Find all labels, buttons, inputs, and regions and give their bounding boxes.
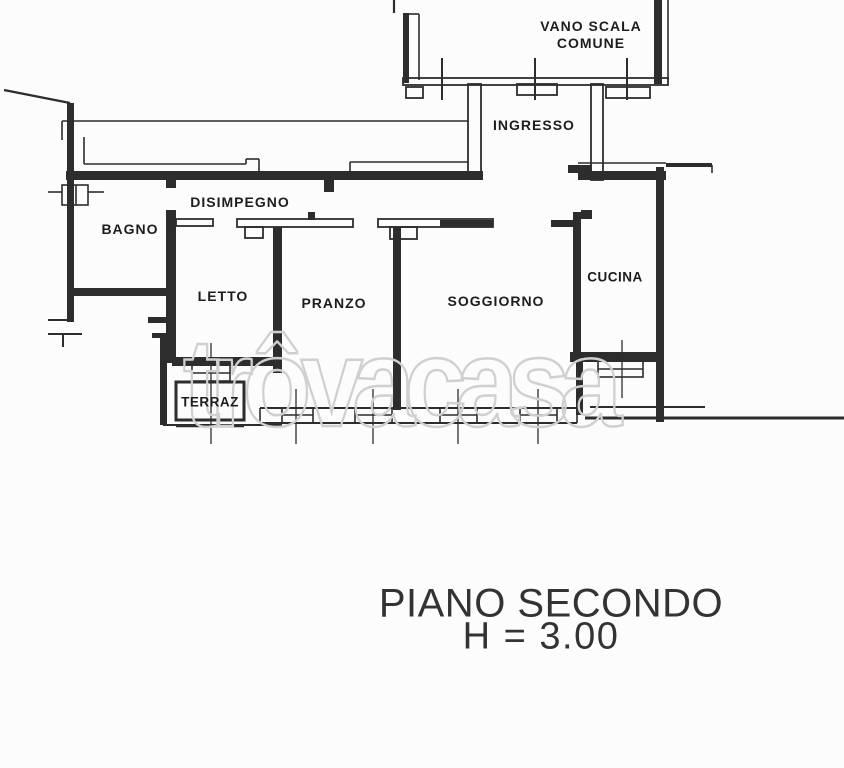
room-label-vano-scala-line1: VANO SCALA bbox=[540, 18, 642, 34]
wall-stair-left bbox=[403, 13, 409, 83]
room-label-disimpegno: DISIMPEGNO bbox=[190, 194, 290, 210]
wall-top-right-hook bbox=[568, 165, 592, 173]
wall-balcony-left bbox=[576, 362, 583, 415]
threshold-entry bbox=[516, 83, 558, 96]
wall-outer-left-low bbox=[160, 333, 167, 425]
wall-stair-right bbox=[654, 0, 662, 84]
room-label-letto: LETTO bbox=[197, 288, 249, 304]
wall-step-1 bbox=[148, 317, 172, 323]
wall-letto-right bbox=[273, 227, 282, 373]
door-bar-cucina bbox=[551, 220, 575, 227]
caption-title: PIANO SECONDO bbox=[378, 581, 724, 626]
thin-lines bbox=[3, 0, 844, 428]
wall-top-left bbox=[66, 171, 483, 180]
wall-soggiorno-top-solid bbox=[440, 220, 493, 227]
door-notch-soggiorno bbox=[389, 226, 418, 240]
wall-letto-bottom bbox=[172, 357, 282, 366]
wall-outer-left bbox=[67, 103, 74, 322]
wall-cucina-left bbox=[573, 212, 581, 363]
door-notch-letto bbox=[244, 226, 264, 239]
wall-outer-right bbox=[656, 167, 664, 422]
wall-step-2 bbox=[152, 333, 160, 338]
wall-bagno-letto bbox=[166, 210, 176, 363]
wall-soggiorno-top bbox=[377, 218, 494, 228]
room-label-ingresso: INGRESSO bbox=[493, 117, 575, 133]
window-bagno bbox=[61, 184, 89, 206]
room-label-cucina: CUCINA bbox=[587, 269, 643, 285]
caption-height: H = 3.00 bbox=[462, 615, 620, 658]
room-label-soggiorno: SOGGIORNO bbox=[447, 293, 545, 309]
door-hinge-tick bbox=[308, 212, 315, 220]
door-bar-letto-right bbox=[236, 218, 354, 228]
room-label-vano-scala-line2: COMUNE bbox=[556, 35, 626, 51]
wall-pranzo-soggiorno bbox=[393, 228, 401, 410]
window-centerlines bbox=[210, 340, 623, 444]
walls-solid bbox=[66, 0, 666, 425]
wall-cucina-bottom bbox=[570, 352, 658, 362]
room-label-terrazzo: TERRAZ bbox=[181, 394, 239, 410]
wall-bagno-bottom bbox=[72, 288, 172, 296]
threshold-left bbox=[405, 86, 424, 99]
room-label-pranzo: PRANZO bbox=[301, 295, 367, 311]
wall-cucina-step bbox=[581, 210, 592, 219]
wall-ingresso-left bbox=[467, 83, 482, 173]
diagonal-top-left bbox=[3, 88, 71, 105]
terrace-box bbox=[174, 380, 246, 422]
door-bar-letto-left bbox=[175, 218, 214, 227]
walls-outline bbox=[174, 77, 669, 422]
wall-ingresso-right bbox=[590, 83, 604, 181]
wall-pilaster bbox=[324, 180, 334, 192]
room-label-bagno: BAGNO bbox=[101, 221, 159, 237]
wall-bagno-stub bbox=[166, 180, 176, 188]
wall-top-right bbox=[578, 171, 666, 180]
